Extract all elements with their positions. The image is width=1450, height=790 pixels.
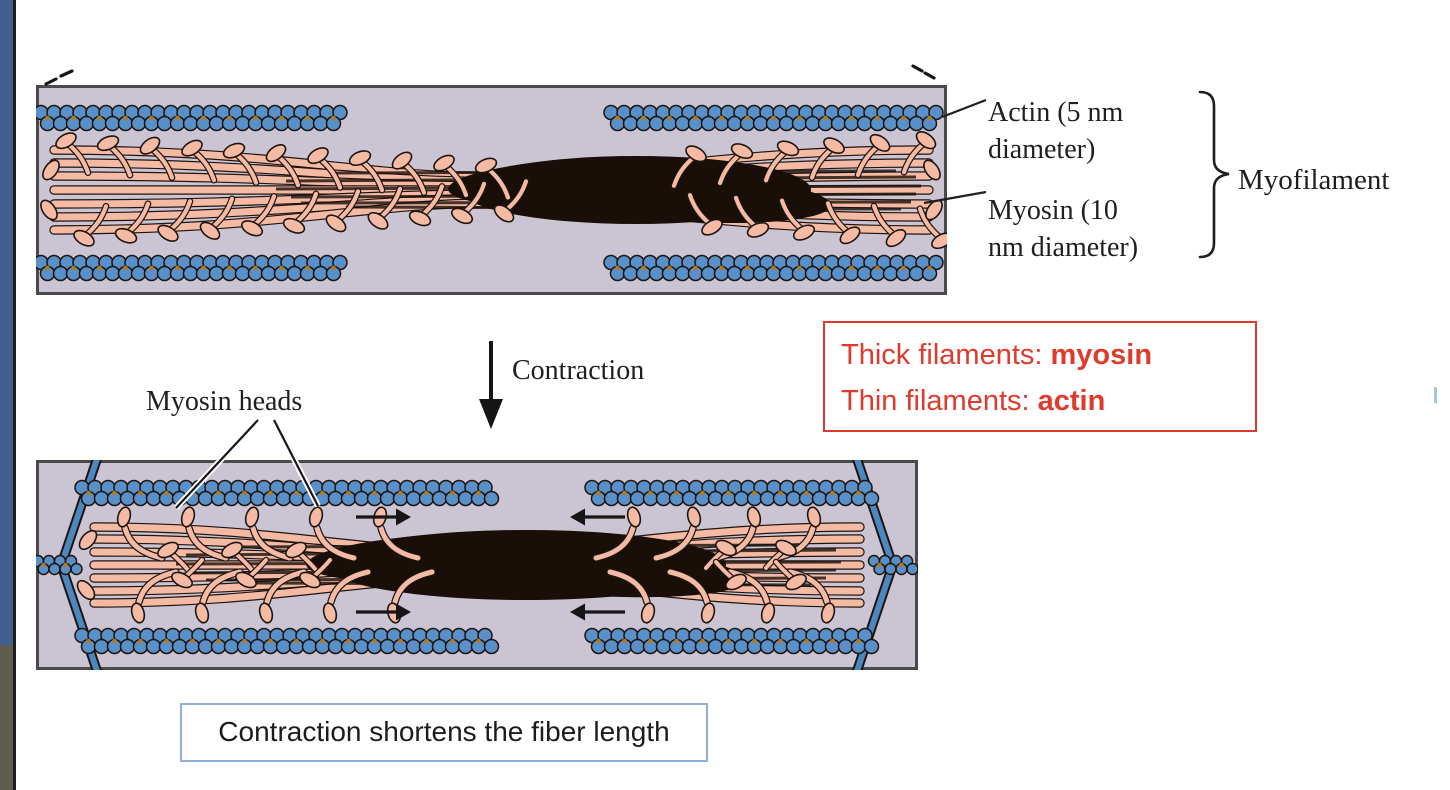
actin-filament: [36, 554, 83, 576]
thick-filament-label: Thick filaments:: [841, 339, 1051, 371]
actin-filament: [36, 104, 348, 132]
myosin-heads-label: Myosin heads: [146, 386, 303, 417]
actin-label-line2: diameter): [988, 134, 1096, 165]
myosin-label: Myosin (10 nm diameter): [988, 192, 1138, 266]
actin-label: Actin (5 nm diameter): [988, 94, 1123, 168]
actin-filament: [867, 554, 918, 576]
z-disc: [57, 460, 102, 670]
sidebar-edge-line: [13, 0, 16, 790]
filament-note-box: Thick filaments: myosin Thin filaments: …: [823, 321, 1257, 432]
actin-filament: [603, 104, 944, 132]
myofilament-brace: [1198, 90, 1230, 259]
caption-box: Contraction shortens the fiber length: [180, 703, 708, 762]
contracted-myofilament-diagram: [36, 460, 918, 670]
sidebar-accent-blue: [0, 0, 13, 645]
caption-text: Contraction shortens the fiber length: [218, 716, 670, 747]
thin-filament-label: Thin filaments:: [841, 385, 1038, 417]
contraction-label: Contraction: [512, 355, 645, 386]
direction-arrow: [356, 508, 411, 526]
torn-edge-marks: [44, 64, 936, 86]
myosin-label-line2: nm diameter): [988, 232, 1139, 263]
actin-filament: [36, 254, 348, 282]
actin-filament: [584, 627, 880, 655]
actin-filament: [584, 479, 880, 507]
thick-filament-line: Thick filaments: myosin: [841, 332, 1255, 378]
myosin-label-line1: Myosin (10: [988, 195, 1118, 226]
myosin-heads: [40, 131, 947, 250]
cursor-artifact: [1434, 387, 1437, 403]
actin-filament: [603, 254, 944, 282]
relaxed-myofilament-diagram: [36, 85, 947, 295]
actin-label-line1: Actin (5 nm: [988, 97, 1124, 128]
thin-filament-line: Thin filaments: actin: [841, 378, 1255, 424]
z-disc: [852, 460, 897, 670]
sidebar-accent-olive: [0, 645, 13, 790]
direction-arrow: [570, 603, 625, 621]
direction-arrow: [356, 603, 411, 621]
contraction-arrow: [479, 341, 503, 429]
thin-filament-value: actin: [1037, 385, 1106, 417]
direction-arrow: [570, 508, 625, 526]
myosin-heads: [76, 506, 836, 624]
myofilament-label: Myofilament: [1238, 164, 1390, 196]
actin-filament: [74, 627, 500, 655]
actin-filament: [74, 479, 500, 507]
thick-filament-value: myosin: [1050, 339, 1153, 371]
